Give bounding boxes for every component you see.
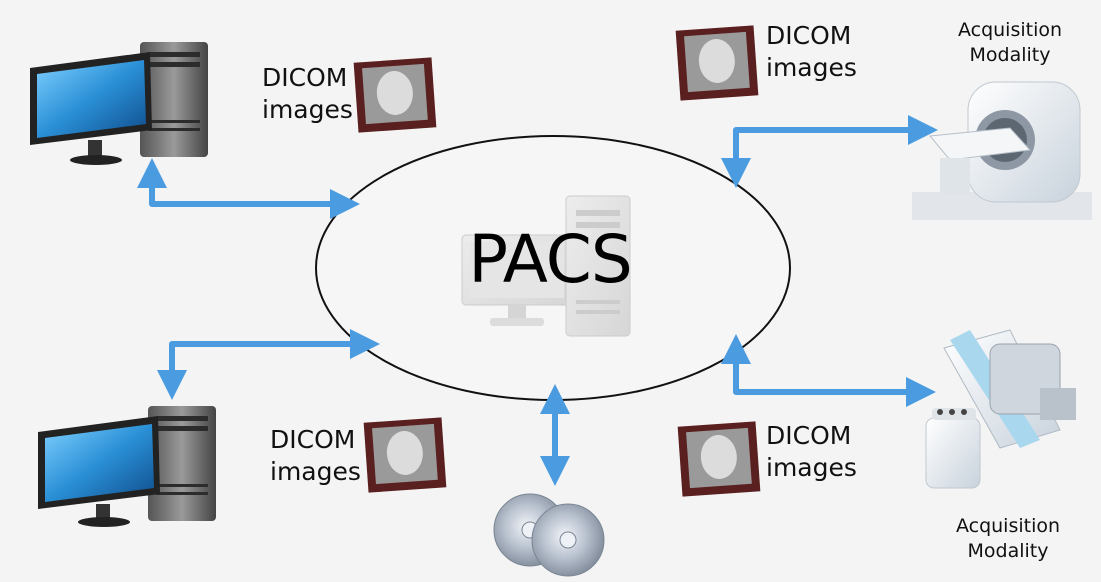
acquisition-modality-label-top: Acquisition Modality — [940, 18, 1080, 68]
pacs-server-icon — [461, 195, 631, 337]
connection-arrows — [137, 115, 938, 486]
arrow-top-right — [721, 115, 938, 188]
pacs-label: PACS — [468, 221, 633, 298]
mri-scanner-icon — [912, 81, 1092, 220]
dicom-label-top-left: DICOM images — [262, 62, 353, 126]
acquisition-modality-label-bottom: Acquisition Modality — [938, 514, 1078, 564]
arrow-top-left — [137, 158, 360, 219]
dicom-label-line1: DICOM — [262, 63, 348, 92]
dicom-label-line1: DICOM — [766, 21, 852, 50]
arrow-bottom-left — [157, 329, 380, 400]
arrow-bottom-right — [721, 334, 936, 407]
workstation-icon-top-left — [30, 42, 208, 165]
dicom-label-line2: images — [766, 453, 857, 482]
dicom-film-icon-top-right — [675, 25, 759, 101]
dicom-label-line1: DICOM — [766, 421, 852, 450]
dicom-label-top-right: DICOM images — [766, 20, 857, 84]
dicom-label-line1: DICOM — [270, 425, 356, 454]
modality-label-line2: Modality — [969, 44, 1051, 66]
dicom-label-line2: images — [766, 53, 857, 82]
dicom-film-icon-bottom-right — [677, 421, 761, 497]
modality-label-line1: Acquisition — [955, 515, 1061, 537]
scanner-icon-bottom-right — [925, 329, 1076, 489]
dicom-label-bottom-left: DICOM images — [270, 424, 361, 488]
dicom-film-icon-bottom-left — [363, 417, 447, 493]
dicom-label-bottom-right: DICOM images — [766, 420, 857, 484]
dicom-label-line2: images — [270, 457, 361, 486]
modality-label-line2: Modality — [967, 540, 1049, 562]
modality-label-line1: Acquisition — [957, 19, 1063, 41]
dicom-label-line2: images — [262, 95, 353, 124]
cd-disc-icon — [493, 493, 605, 577]
dicom-film-icon-top-left — [353, 57, 437, 133]
workstation-icon-bottom-left — [38, 406, 216, 527]
